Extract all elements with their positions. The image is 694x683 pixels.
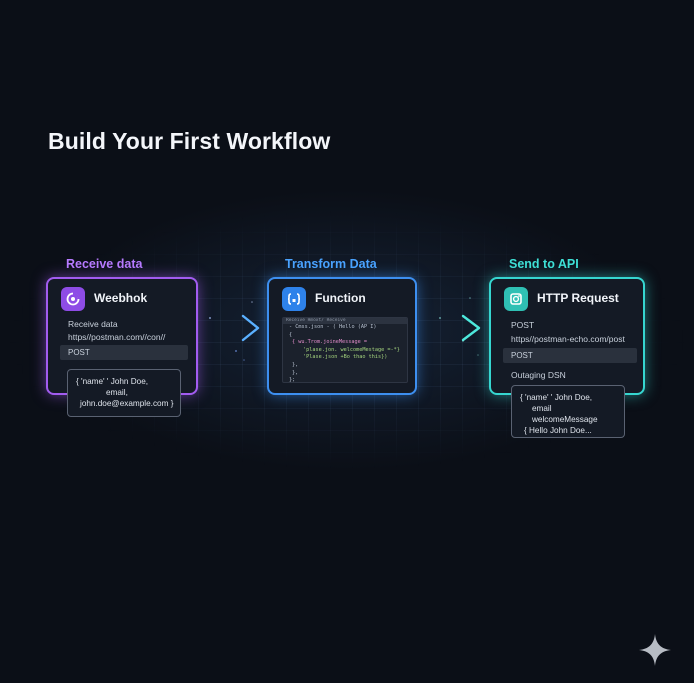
http-method-text: POST xyxy=(511,320,535,330)
http-output-label: Outaging DSN xyxy=(511,370,566,380)
http-request-icon xyxy=(504,287,528,311)
sparkle-icon xyxy=(639,634,671,666)
json-line: welcomeMessage xyxy=(532,415,598,424)
http-request-node-title: HTTP Request xyxy=(537,291,619,305)
code-line: { xyxy=(289,331,293,338)
json-line: { 'name' ' John Doe, xyxy=(76,377,149,386)
json-line: email, xyxy=(106,388,128,397)
step-label-send: Send to API xyxy=(509,257,579,271)
webhook-method-badge[interactable]: POST xyxy=(60,345,188,360)
step-label-receive: Receive data xyxy=(66,257,143,271)
step-label-transform: Transform Data xyxy=(285,257,377,271)
function-icon xyxy=(282,287,306,311)
function-node-title: Function xyxy=(315,291,366,305)
webhook-url: https//postman.com//con// xyxy=(68,332,166,342)
json-line: { 'name' ' John Doe, xyxy=(520,393,593,402)
json-line: { Hello John Doe... xyxy=(524,426,592,435)
webhook-json-payload: { 'name' ' John Doe, email, john.doe@exa… xyxy=(67,369,181,417)
page-title: Build Your First Workflow xyxy=(48,128,331,154)
json-line: email xyxy=(532,404,552,413)
http-json-payload: { 'name' ' John Doe, email welcomeMessag… xyxy=(511,385,625,438)
webhook-description: Receive data xyxy=(68,319,118,329)
code-line: - Cmss.json - ( Hello (AP I) xyxy=(289,324,377,330)
code-editor-header: Receive Hmoxt/ Receive xyxy=(283,318,407,324)
code-line: 'plase.jon. welcomeMestage =-*} xyxy=(303,346,400,353)
code-line: }, xyxy=(292,361,299,368)
arrow-1-to-2 xyxy=(198,314,260,342)
webhook-icon xyxy=(61,287,85,311)
http-method-badge[interactable]: POST xyxy=(503,348,637,363)
json-line: john.doe@example.com } xyxy=(80,399,174,408)
webhook-node-title: Weebhok xyxy=(94,291,148,305)
code-line: }; xyxy=(289,377,296,383)
http-url: https//postman-echo.com/post xyxy=(511,334,625,344)
function-node[interactable]: Function Receive Hmoxt/ Receive - Cmss.j… xyxy=(267,277,417,395)
arrow-2-to-3 xyxy=(417,314,481,342)
http-request-node[interactable]: HTTP Request POST https//postman-echo.co… xyxy=(489,277,645,395)
code-line: }, xyxy=(292,369,299,376)
function-code-editor[interactable]: Receive Hmoxt/ Receive - Cmss.json - ( H… xyxy=(282,317,408,383)
code-line: 'Plase.json +Bo thao this}) xyxy=(303,354,388,361)
code-line: { wu.Trom.joineMessage = xyxy=(292,339,367,346)
